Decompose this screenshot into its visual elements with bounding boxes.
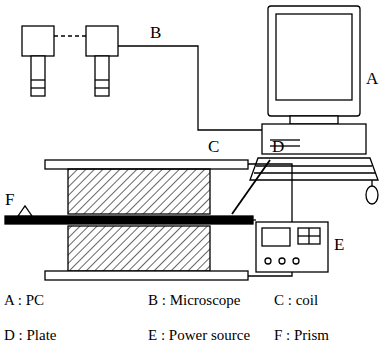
coil-assembly [5, 160, 253, 280]
key-entry: A : PC [4, 292, 44, 309]
knob [265, 258, 271, 264]
key-row [256, 165, 372, 166]
part-letter: D [272, 138, 284, 157]
camera-cable [118, 46, 262, 130]
monitor-screen [276, 14, 352, 100]
microscope-ring [95, 79, 109, 80]
leader-line [232, 160, 270, 214]
microscope-ring [31, 87, 45, 88]
part-letter: F [5, 191, 14, 210]
part-letter: A [366, 70, 378, 89]
power-case [256, 222, 328, 272]
wire [253, 219, 256, 220]
panel-line [308, 228, 309, 244]
microscope-symbol [22, 26, 262, 130]
key-row [254, 172, 375, 173]
coil-plate [45, 160, 248, 169]
part-letter: B [150, 24, 161, 43]
sample-plate [5, 216, 253, 224]
part-letter: C [208, 138, 219, 157]
prism-symbol [18, 206, 32, 216]
microscope-ring [95, 87, 109, 88]
key-entry: E : Power source [148, 327, 250, 344]
mouse-cable [371, 180, 372, 186]
mouse [366, 186, 378, 204]
pc-symbol [250, 6, 378, 204]
knob [293, 258, 299, 264]
power-source-symbol [256, 222, 328, 272]
microscope-head [22, 26, 54, 56]
dashed-link [54, 35, 86, 36]
microscope-tube [95, 56, 109, 96]
microscope-ring [31, 79, 45, 80]
key-entry: D : Plate [4, 327, 57, 344]
monitor-stand [290, 116, 338, 124]
monitor-case [268, 6, 360, 116]
key-entry: F : Prism [274, 327, 329, 344]
key-entry: B : Microscope [148, 292, 240, 309]
key-entry: C : coil [274, 292, 318, 309]
part-letter: E [334, 236, 344, 255]
microscope-head [86, 26, 118, 56]
power-display [262, 228, 290, 246]
microscope-tube [31, 56, 45, 96]
wire [248, 164, 292, 222]
coil-winding [68, 226, 210, 271]
coil-plate [45, 271, 248, 280]
coil-winding [68, 169, 210, 214]
knob [279, 258, 285, 264]
power-panel [298, 228, 320, 244]
